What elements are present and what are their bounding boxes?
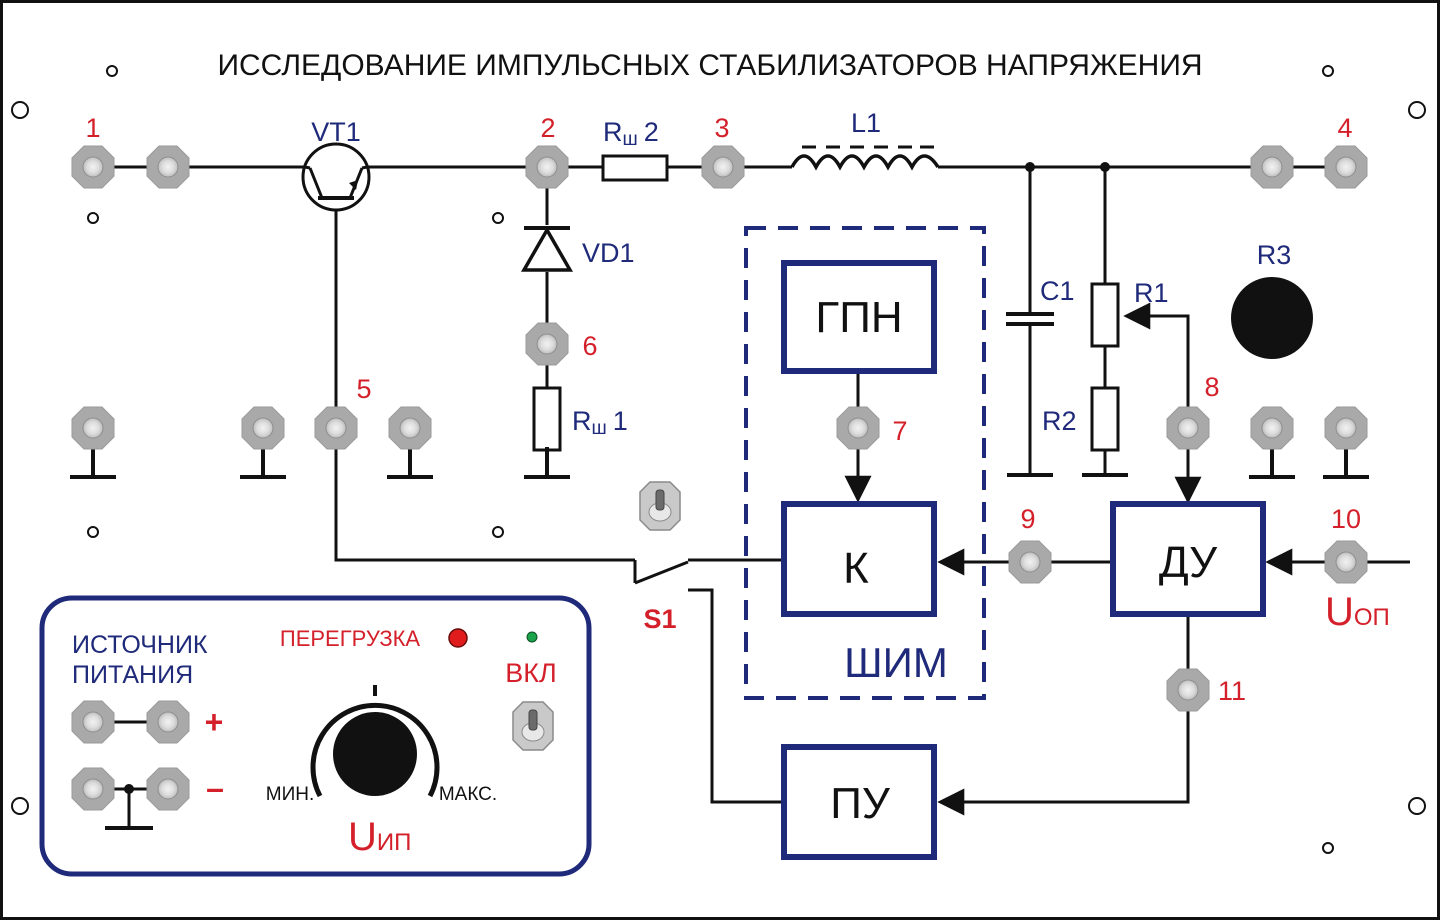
knob-max-label: МАКС. [439,784,497,805]
inductor-l1 [790,145,940,171]
resistor-rsh2 [601,154,669,182]
gpn-label: ГПН [815,293,902,342]
node-3-label: 3 [714,113,729,143]
jack-2[interactable] [525,145,569,189]
capacitor-c1 [1006,312,1054,477]
node-1-label: 1 [85,113,100,143]
node-9-label: 9 [1020,504,1035,534]
resistor-rsh1 [532,386,562,452]
node-8-label: 8 [1204,372,1219,402]
node-5-label: 5 [356,374,371,404]
block-du [1110,501,1266,617]
jack-8[interactable] [1166,406,1210,450]
r2-label: R2 [1042,406,1077,436]
diode-vd1 [520,226,574,272]
power-on-led [526,631,538,643]
minus-label: – [206,770,224,806]
node-7-label: 7 [892,416,907,446]
jack-ground-1[interactable] [71,406,115,450]
on-label: ВКЛ [505,658,556,688]
node-10-label: 10 [1331,504,1361,534]
power-toggle[interactable] [512,701,554,751]
block-k [781,501,937,617]
uip-label: UИП [348,815,411,859]
transistor-vt1 [301,142,371,212]
switch-s1-symbol [633,560,689,585]
block-gpn [781,260,937,374]
power-title-line2: ПИТАНИЯ [72,661,193,689]
pu-label: ПУ [830,779,891,828]
r3-knob[interactable] [1231,277,1313,359]
node-numbers: 1 2 3 4 5 6 7 8 9 10 11 [85,113,1361,706]
l1-label: L1 [851,108,881,138]
jack-3[interactable] [701,145,745,189]
r3-label: R3 [1257,240,1292,270]
mounting-holes [11,65,1426,854]
jack-ground-4[interactable] [1250,406,1294,450]
jack-11[interactable] [1166,668,1210,712]
s1-toggle[interactable] [639,481,681,531]
s1-label: S1 [643,604,676,634]
jack-9[interactable] [1008,540,1052,584]
jack-plus-1[interactable] [71,700,115,744]
jack-ground-2[interactable] [241,406,285,450]
du-label: ДУ [1159,538,1218,587]
jack-plus-2[interactable] [146,700,190,744]
k-label: К [843,544,869,593]
node-2-label: 2 [540,113,555,143]
c1-label: C1 [1040,276,1075,306]
node-4-label: 4 [1337,113,1352,143]
wiring [93,165,1346,804]
resistor-r1 [1090,282,1120,348]
power-title-line1: ИСТОЧНИК [72,631,208,659]
jack-6[interactable] [525,322,569,366]
jack-5[interactable] [314,406,358,450]
resistor-r2 [1090,386,1120,452]
node-6-label: 6 [582,331,597,361]
shim-label: ШИМ [844,639,948,686]
knob-min-label: МИН. [266,784,314,805]
jack-4b[interactable] [1250,145,1294,189]
panel-title: ИССЛЕДОВАНИЕ ИМПУЛЬСНЫХ СТАБИЛИЗАТОРОВ Н… [217,49,1202,82]
knob-scale-arc [310,702,440,798]
jack-ground-5[interactable] [1324,406,1368,450]
plus-label: + [205,704,224,740]
overload-led [448,628,468,648]
jack-7[interactable] [836,406,880,450]
vd1-label: VD1 [582,238,635,268]
vt1-label: VT1 [311,117,361,147]
junction-dots [1025,162,1110,172]
jack-minus-2[interactable] [146,767,190,811]
voltage-knob[interactable] [333,712,417,796]
jack-1b[interactable] [146,145,190,189]
uop-label: UОП [1325,590,1390,634]
overload-label: ПЕРЕГРУЗКА [280,626,421,651]
node-11-label: 11 [1218,676,1246,706]
jack-ground-3[interactable] [388,406,432,450]
jack-10[interactable] [1324,540,1368,584]
jack-minus-1[interactable] [71,767,115,811]
r1-label: R1 [1134,278,1169,308]
jack-1[interactable] [71,145,115,189]
jack-4[interactable] [1324,145,1368,189]
block-pu [781,744,937,860]
